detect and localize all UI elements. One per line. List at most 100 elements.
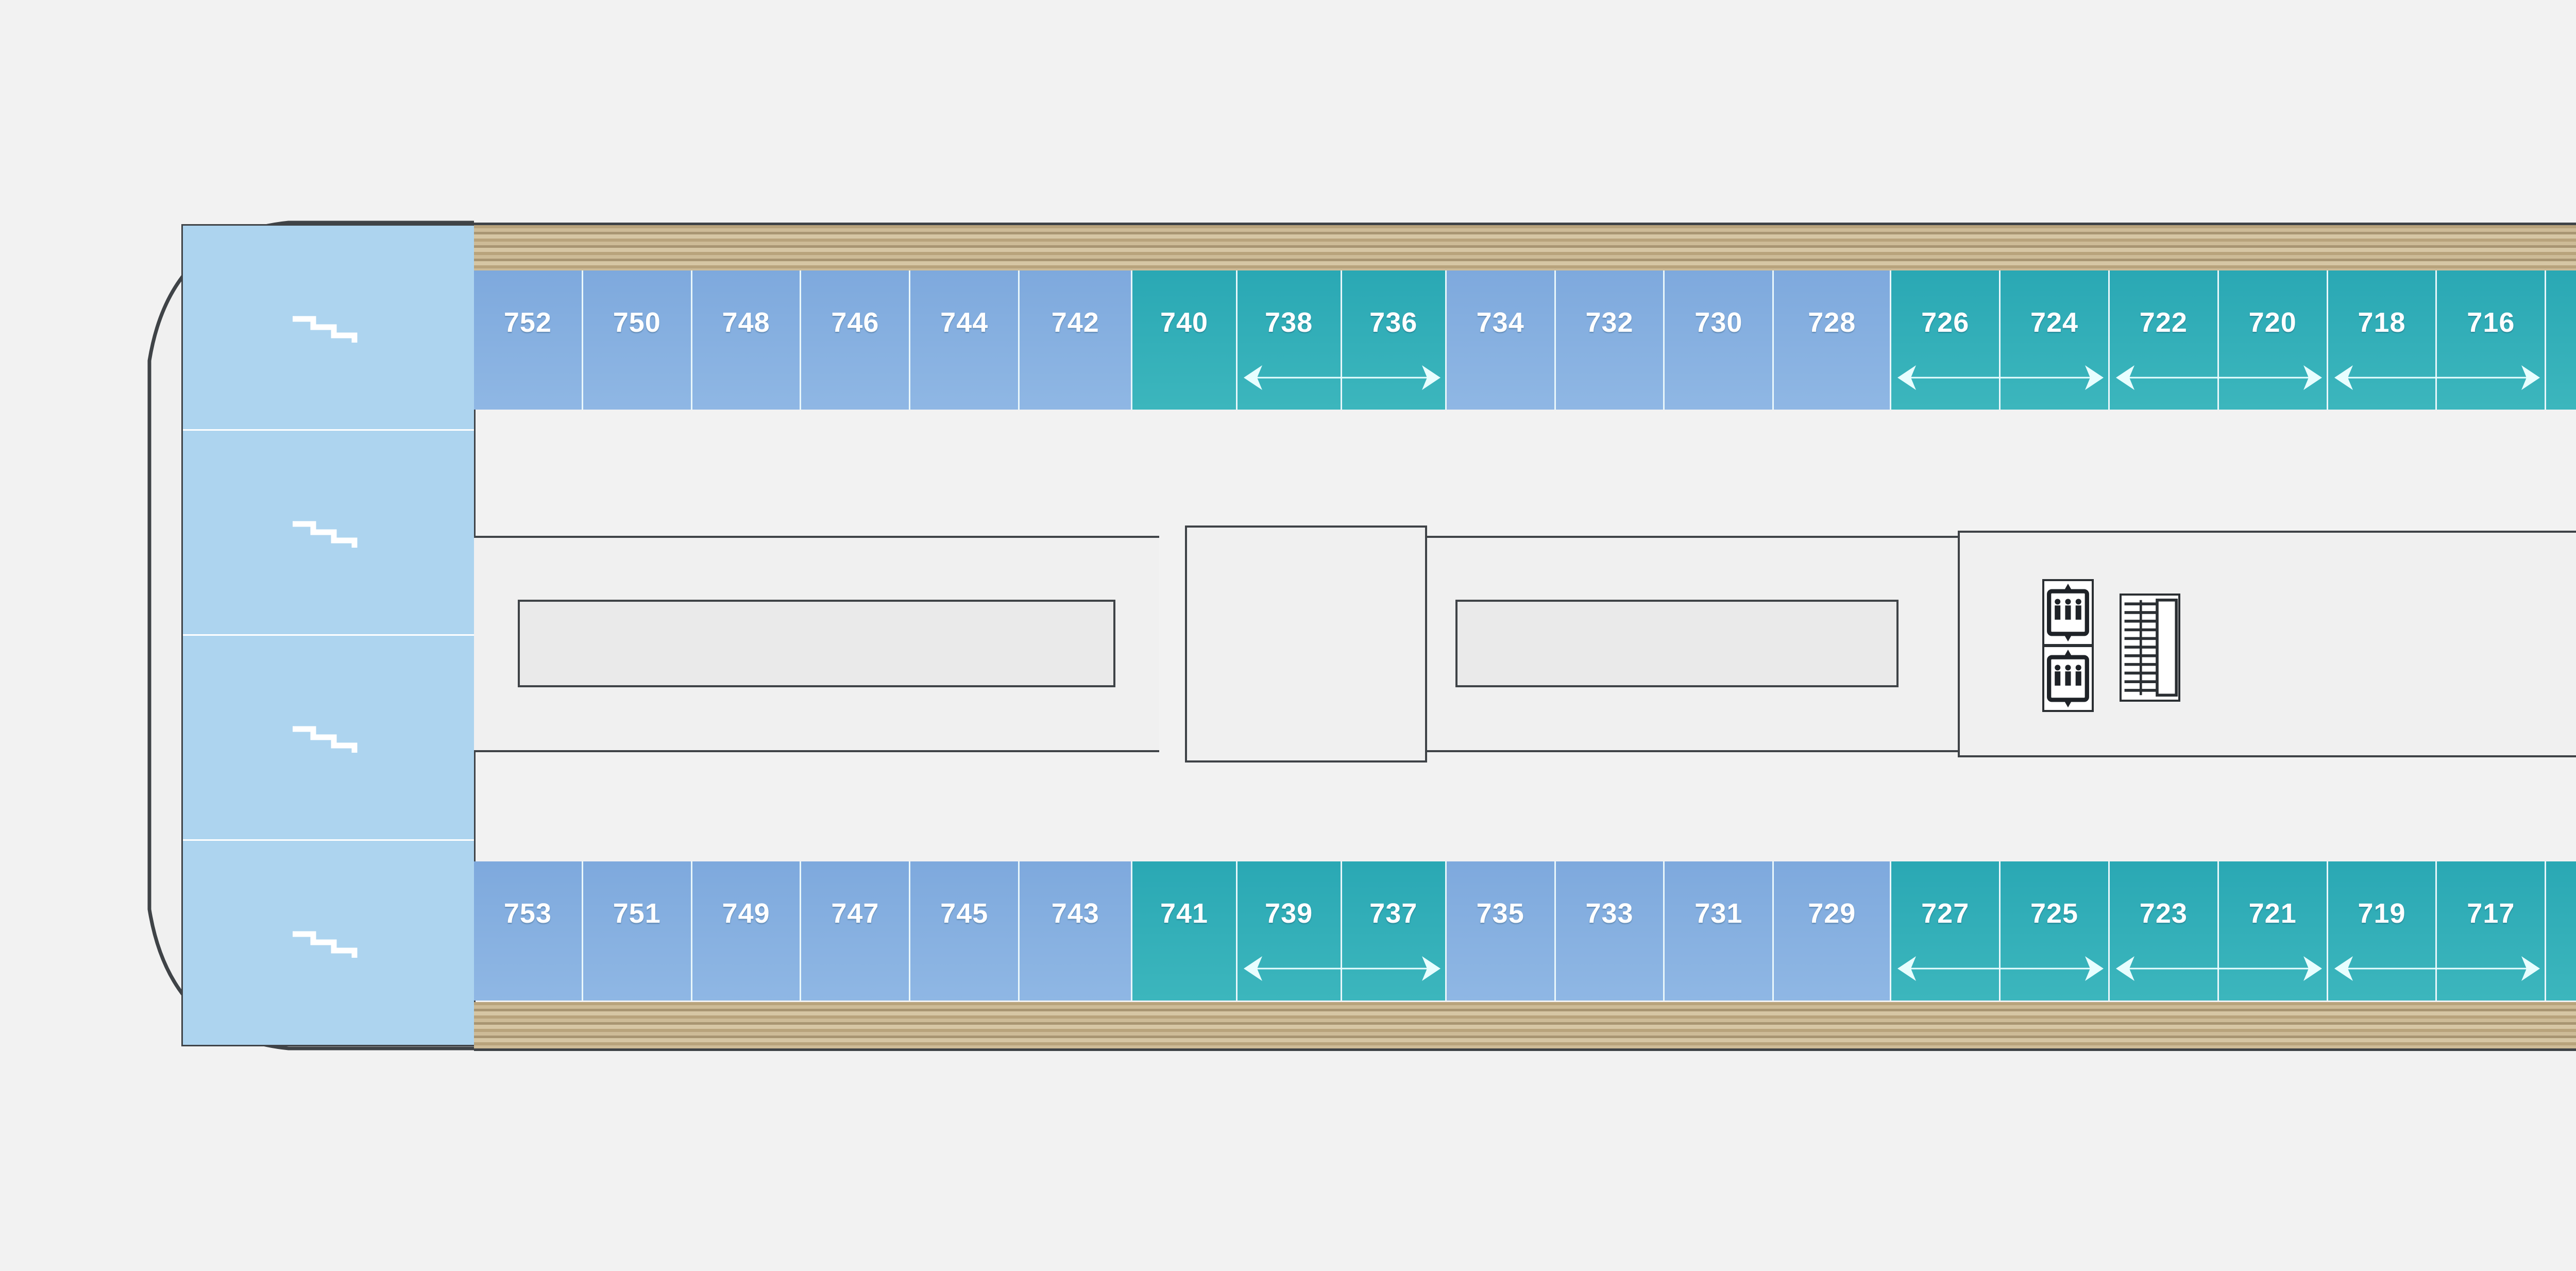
cabin-label: 753: [503, 898, 552, 929]
cabin-label: 734: [1476, 307, 1524, 338]
cabin-label: 717: [2467, 898, 2515, 929]
stairs-icon: [292, 726, 357, 753]
cabin-label: 731: [1694, 898, 1743, 929]
cabin-745[interactable]: 745: [910, 861, 1020, 1001]
cabin-label: 727: [1921, 898, 1970, 929]
cabin-743[interactable]: 743: [1020, 861, 1133, 1001]
promenade-deck-top: [474, 223, 2576, 272]
elevator-icon[interactable]: [2042, 579, 2094, 646]
cabin-716[interactable]: 716: [2437, 270, 2547, 410]
cabin-721[interactable]: 721: [2218, 861, 2328, 1001]
cabin-731[interactable]: 731: [1665, 861, 1774, 1001]
cabin-label: 735: [1476, 898, 1524, 929]
cabin-label: 729: [1808, 898, 1856, 929]
cabin-714[interactable]: 714: [2546, 270, 2576, 410]
cabin-749[interactable]: 749: [692, 861, 802, 1001]
cabin-715[interactable]: 715: [2546, 861, 2576, 1001]
cabin-label: 723: [2139, 898, 2188, 929]
cabin-label: 718: [2358, 307, 2406, 338]
cabin-label: 726: [1921, 307, 1970, 338]
cabin-label: 720: [2248, 307, 2297, 338]
cabin-720[interactable]: 720: [2218, 270, 2328, 410]
stairs-icon: [292, 521, 357, 548]
cabin-label: 739: [1265, 898, 1313, 929]
mid-corridor-inset: [1455, 600, 1899, 687]
stern-public-area: [183, 226, 474, 1045]
stairs-icon: [292, 316, 357, 343]
cabin-label: 716: [2467, 307, 2515, 338]
cabin-label: 733: [1585, 898, 1634, 929]
cabin-753[interactable]: 753: [474, 861, 583, 1001]
cabin-725[interactable]: 725: [2001, 861, 2110, 1001]
cabin-label: 728: [1808, 307, 1856, 338]
cabin-727[interactable]: 727: [1891, 861, 2001, 1001]
cabin-label: 741: [1160, 898, 1209, 929]
cabin-label: 746: [831, 307, 879, 338]
cabin-750[interactable]: 750: [583, 270, 692, 410]
cabin-label: 730: [1694, 307, 1743, 338]
stairwell-icon[interactable]: [2120, 594, 2180, 702]
cabin-label: 752: [503, 307, 552, 338]
stairs-icon: [292, 931, 357, 958]
cabin-746[interactable]: 746: [801, 270, 911, 410]
promenade-deck-bottom: [474, 1002, 2576, 1051]
cabin-722[interactable]: 722: [2109, 270, 2219, 410]
cabin-label: 740: [1160, 307, 1209, 338]
cabin-718[interactable]: 718: [2328, 270, 2437, 410]
stern-panel[interactable]: [183, 636, 474, 841]
cabin-730[interactable]: 730: [1665, 270, 1774, 410]
cabin-label: 749: [722, 898, 770, 929]
cabin-735[interactable]: 735: [1446, 861, 1556, 1001]
cabin-740[interactable]: 740: [1132, 270, 1238, 410]
cabin-723[interactable]: 723: [2109, 861, 2219, 1001]
cabin-739[interactable]: 739: [1237, 861, 1342, 1001]
cabin-label: 722: [2139, 307, 2188, 338]
cabin-724[interactable]: 724: [2001, 270, 2110, 410]
cabin-738[interactable]: 738: [1237, 270, 1342, 410]
cabin-728[interactable]: 728: [1774, 270, 1892, 410]
cabin-726[interactable]: 726: [1891, 270, 2001, 410]
cabin-label: 737: [1369, 898, 1418, 929]
cabin-label: 732: [1585, 307, 1634, 338]
cabin-label: 748: [722, 307, 770, 338]
stern-panel[interactable]: [183, 226, 474, 431]
cabin-717[interactable]: 717: [2437, 861, 2547, 1001]
mid-corridor: [1427, 536, 1958, 752]
cabin-label: 738: [1265, 307, 1313, 338]
cabin-733[interactable]: 733: [1555, 861, 1665, 1001]
port-corridor-inset: [518, 600, 1115, 687]
cabin-719[interactable]: 719: [2328, 861, 2437, 1001]
cabin-744[interactable]: 744: [910, 270, 1020, 410]
cabin-734[interactable]: 734: [1446, 270, 1556, 410]
cabin-752[interactable]: 752: [474, 270, 583, 410]
cabin-label: 744: [940, 307, 989, 338]
cabin-737[interactable]: 737: [1342, 861, 1447, 1001]
midship-service-block[interactable]: [1185, 526, 1427, 762]
cabin-741[interactable]: 741: [1132, 861, 1238, 1001]
cabin-label: 750: [613, 307, 661, 338]
cabin-label: 743: [1051, 898, 1099, 929]
cabin-747[interactable]: 747: [801, 861, 911, 1001]
cabin-label: 725: [2030, 898, 2079, 929]
cabin-label: 721: [2248, 898, 2297, 929]
starboard-side-cabin-row: 753 751 749 747 745 743 741 739 737 735 733 731 729 7…: [474, 861, 2576, 1001]
elevator-icon[interactable]: [2042, 645, 2094, 712]
cabin-label: 724: [2030, 307, 2079, 338]
elevator-lobby: [1958, 531, 2576, 757]
port-corridor: [474, 536, 1159, 752]
cabin-742[interactable]: 742: [1020, 270, 1133, 410]
cabin-label: 745: [940, 898, 989, 929]
stern-panel[interactable]: [183, 431, 474, 636]
cabin-label: 747: [831, 898, 879, 929]
stern-panel[interactable]: [183, 841, 474, 1045]
cabin-label: 742: [1051, 307, 1099, 338]
cabin-751[interactable]: 751: [583, 861, 692, 1001]
cabin-736[interactable]: 736: [1342, 270, 1447, 410]
cabin-748[interactable]: 748: [692, 270, 802, 410]
cabin-729[interactable]: 729: [1774, 861, 1892, 1001]
cabin-label: 751: [613, 898, 661, 929]
cabin-label: 719: [2358, 898, 2406, 929]
port-side-cabin-row: 752 750 748 746 744 742 740 738 736 734 732 730 728 7…: [474, 270, 2576, 410]
cabin-732[interactable]: 732: [1555, 270, 1665, 410]
